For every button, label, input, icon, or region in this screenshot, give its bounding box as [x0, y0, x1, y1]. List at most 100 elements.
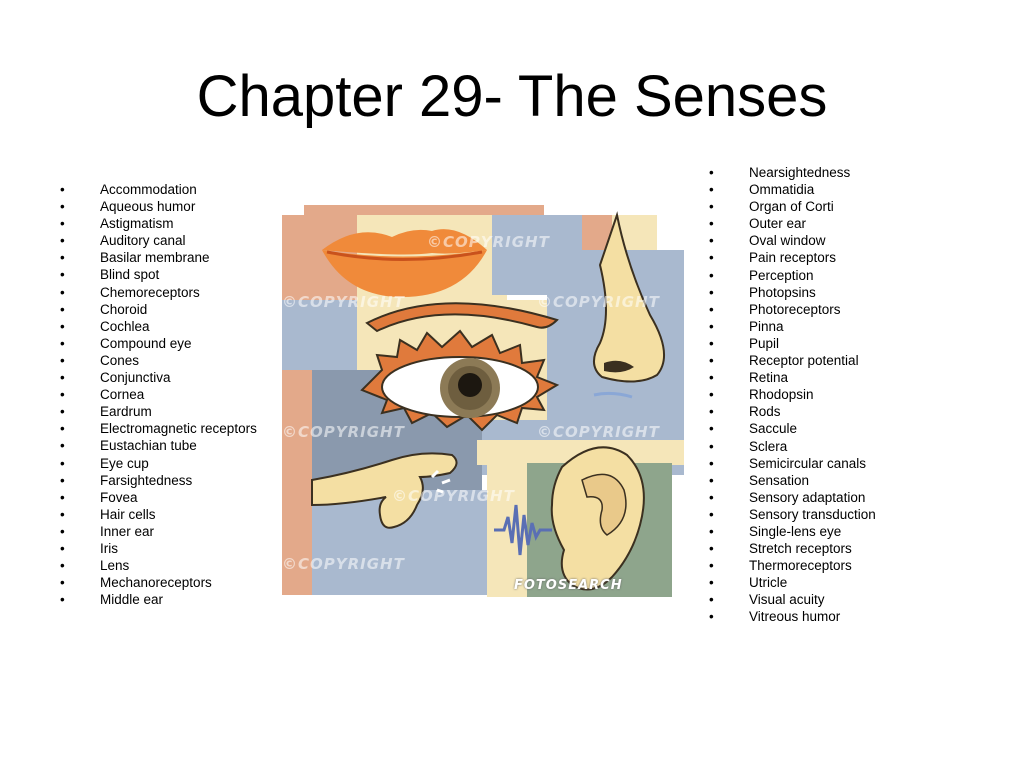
term-list-item: •Cornea: [60, 386, 257, 403]
bullet-icon: •: [60, 318, 65, 334]
bullet-icon: •: [60, 558, 65, 574]
term-text: Outer ear: [749, 216, 807, 232]
bullet-icon: •: [60, 592, 65, 608]
term-list-item: •Conjunctiva: [60, 369, 257, 386]
term-text: Blind spot: [100, 267, 160, 283]
bullet-icon: •: [60, 267, 65, 283]
hand: [311, 452, 458, 529]
bullet-icon: •: [709, 421, 714, 437]
term-list-item: •Astigmatism: [60, 215, 257, 232]
term-text: Fovea: [100, 489, 138, 505]
bullet-icon: •: [709, 438, 714, 454]
bullet-icon: •: [709, 489, 714, 505]
watermark-4: ©COPYRIGHT: [282, 423, 405, 441]
term-text: Pinna: [749, 318, 784, 334]
term-text: Pain receptors: [749, 250, 837, 266]
term-text: Eardrum: [100, 404, 152, 420]
term-text: Middle ear: [100, 592, 164, 608]
term-text: Mechanoreceptors: [100, 575, 212, 591]
term-list-item: •Eye cup: [60, 455, 257, 472]
bullet-icon: •: [709, 592, 714, 608]
bullet-icon: •: [60, 438, 65, 454]
term-list-item: •Outer ear: [709, 215, 876, 232]
bullet-icon: •: [60, 216, 65, 232]
bullet-icon: •: [60, 472, 65, 488]
term-text: Organ of Corti: [749, 199, 834, 215]
term-list-item: •Rods: [709, 403, 876, 420]
bullet-icon: •: [60, 233, 65, 249]
bullet-icon: •: [709, 404, 714, 420]
term-list-item: •Hair cells: [60, 506, 257, 523]
term-text: Utricle: [749, 575, 788, 591]
eyebrow: [365, 302, 559, 333]
top-strip: [304, 205, 544, 217]
bullet-icon: •: [709, 558, 714, 574]
term-list-item: •Sclera: [709, 438, 876, 455]
term-list-item: •Lens: [60, 557, 257, 574]
term-text: Accommodation: [100, 182, 197, 197]
bullet-icon: •: [60, 335, 65, 351]
term-text: Electromagnetic receptors: [100, 421, 257, 437]
term-list-item: • Oval window: [709, 232, 876, 249]
term-list-item: •Eustachian tube: [60, 437, 257, 454]
term-text: Photoreceptors: [749, 301, 841, 317]
bullet-icon: •: [60, 489, 65, 505]
bullet-icon: •: [60, 301, 65, 317]
term-text: Oval window: [749, 233, 826, 249]
bullet-icon: •: [60, 575, 65, 591]
term-list-item: •Basilar membrane: [60, 249, 257, 266]
bullet-icon: •: [709, 267, 714, 283]
bullet-icon: •: [709, 506, 714, 522]
term-list-item: •Sensory adaptation: [709, 489, 876, 506]
bullet-icon: •: [60, 284, 65, 300]
term-list-item: •Semicircular canals: [709, 455, 876, 472]
fotosearch-brand: FOTOSEARCH: [514, 578, 623, 593]
watermark-3: ©COPYRIGHT: [537, 293, 660, 311]
term-list-item: •Photopsins: [709, 284, 876, 301]
term-list-item: •Organ of Corti: [709, 198, 876, 215]
bullet-icon: •: [709, 250, 714, 266]
bullet-icon: •: [60, 182, 65, 197]
bullet-icon: •: [709, 233, 714, 249]
term-list-item: • Chemoreceptors: [60, 284, 257, 301]
term-list-item: • Sensory transduction: [709, 506, 876, 523]
term-text: Semicircular canals: [749, 455, 867, 471]
term-list-item: •Receptor potential: [709, 352, 876, 369]
bullet-icon: •: [709, 335, 714, 351]
term-list-item: •Sensation: [709, 472, 876, 489]
term-text: Receptor potential: [749, 353, 859, 369]
term-text: Inner ear: [100, 523, 155, 539]
block-blue-left: [282, 300, 367, 375]
bullet-icon: •: [709, 472, 714, 488]
term-text: Single-lens eye: [749, 523, 842, 539]
bullet-icon: •: [60, 199, 65, 215]
senses-illustration: ©COPYRIGHT ©COPYRIGHT ©COPYRIGHT ©COPYRI…: [282, 205, 687, 597]
term-list-item: •Pupil: [709, 335, 876, 352]
term-list-item: • Photoreceptors: [709, 301, 876, 318]
term-text: Stretch receptors: [749, 541, 852, 557]
term-text: Choroid: [100, 301, 148, 317]
term-text: Ommatidia: [749, 182, 815, 198]
term-list-item: • Thermoreceptors: [709, 557, 876, 574]
bullet-icon: •: [709, 387, 714, 403]
nose: [593, 211, 666, 383]
block-peach-bottom-left: [282, 370, 312, 595]
bullet-icon: •: [709, 301, 714, 317]
pupil: [458, 373, 482, 397]
term-text: Sensory transduction: [749, 506, 876, 522]
bullet-icon: •: [60, 352, 65, 368]
term-text: Vitreous humor: [749, 609, 841, 625]
term-list-item: •Nearsightedness: [709, 164, 876, 181]
ear: [550, 446, 645, 591]
bullet-icon: •: [709, 284, 714, 300]
term-list-item: •Cones: [60, 352, 257, 369]
bullet-icon: •: [709, 182, 714, 198]
term-text: Chemoreceptors: [100, 284, 200, 300]
bullet-icon: •: [60, 506, 65, 522]
term-text: Thermoreceptors: [749, 558, 852, 574]
term-text: Conjunctiva: [100, 370, 171, 386]
bullet-icon: •: [60, 540, 65, 556]
term-text: Retina: [749, 370, 789, 386]
bullet-icon: •: [60, 455, 65, 471]
